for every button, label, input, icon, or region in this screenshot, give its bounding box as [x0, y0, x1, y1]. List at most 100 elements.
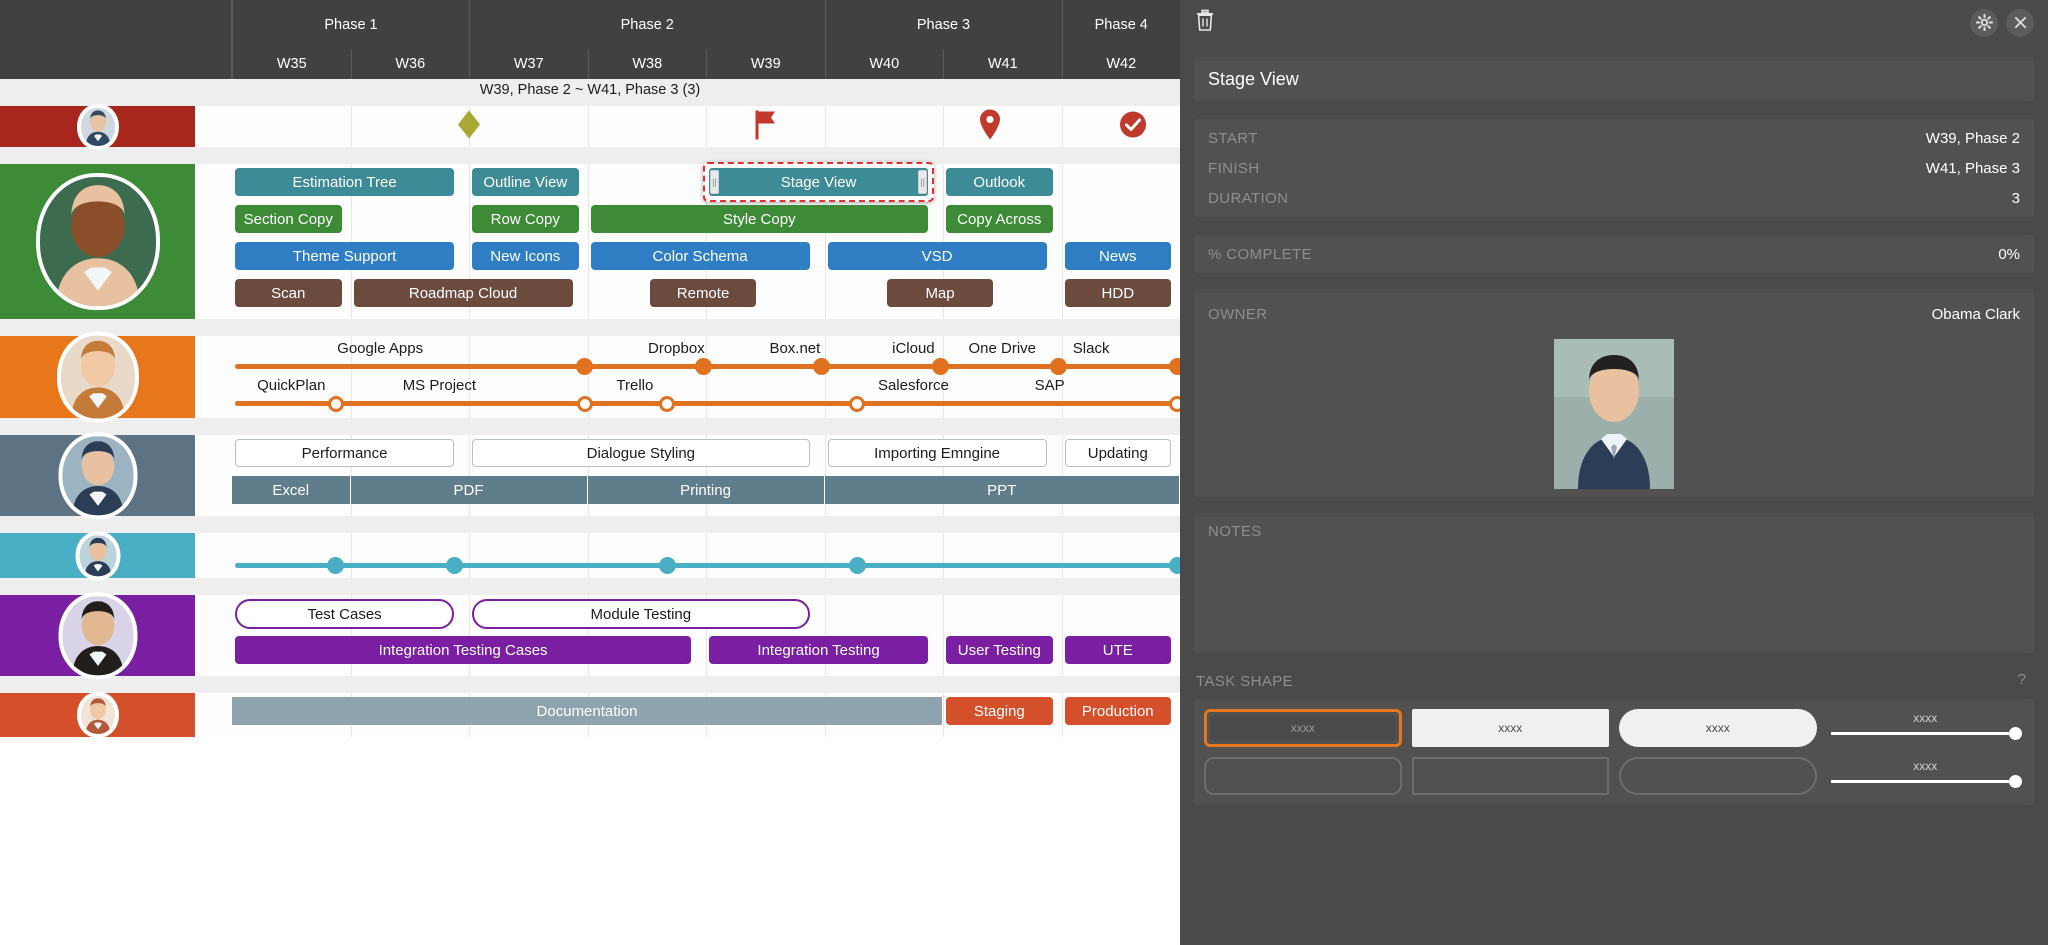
row-track-milestone-row[interactable]: [232, 106, 1180, 147]
task-bar[interactable]: Excel: [232, 476, 351, 504]
shape-outline-rounded[interactable]: [1204, 757, 1402, 795]
task-bar[interactable]: Dialogue Styling: [472, 439, 810, 467]
milestone-track[interactable]: [235, 563, 1177, 568]
owner-row[interactable]: OWNER Obama Clark: [1208, 299, 2020, 329]
task-bar[interactable]: PPT: [824, 476, 1180, 504]
gantt-row-slate-row[interactable]: Performance Dialogue Styling Importing Emn…: [0, 435, 1180, 516]
milestone-dot[interactable]: [848, 557, 866, 574]
task-bar[interactable]: Module Testing: [472, 599, 810, 629]
inspector-toolbar[interactable]: [1180, 0, 2048, 45]
task-bar[interactable]: Estimation Tree: [235, 168, 455, 196]
diamond-icon[interactable]: [456, 108, 482, 145]
milestone-dot[interactable]: [813, 358, 830, 375]
task-bar[interactable]: Printing: [587, 476, 825, 504]
task-bar[interactable]: UTE: [1064, 636, 1172, 664]
task-bar[interactable]: Scan: [235, 279, 342, 307]
task-bar[interactable]: Importing Emngine: [827, 439, 1047, 467]
shape-line[interactable]: xxxx: [1827, 709, 2025, 747]
check-circle-icon[interactable]: [1119, 110, 1147, 143]
resize-handle-left[interactable]: ||: [710, 170, 719, 194]
gantt-row-teal-row[interactable]: [0, 533, 1180, 578]
shape-outline-pill[interactable]: [1619, 757, 1817, 795]
task-bar[interactable]: Test Cases: [235, 599, 455, 629]
task-bar[interactable]: PDF: [350, 476, 588, 504]
task-bar[interactable]: Production: [1064, 697, 1172, 725]
percent-complete-row[interactable]: % COMPLETE 0%: [1208, 239, 2020, 269]
task-bar[interactable]: Style Copy: [590, 205, 929, 233]
milestone-dot[interactable]: [658, 557, 676, 574]
resize-handle-right[interactable]: ||: [918, 170, 928, 194]
milestone-dot[interactable]: [576, 358, 593, 375]
milestone-dot[interactable]: [327, 395, 344, 412]
trash-icon[interactable]: [1194, 8, 1216, 37]
row-track-slate-row[interactable]: Performance Dialogue Styling Importing Emn…: [232, 435, 1180, 516]
milestone-track[interactable]: [235, 401, 1177, 406]
milestone-dot[interactable]: [1168, 557, 1180, 574]
task-bar[interactable]: New Icons: [472, 242, 579, 270]
task-bar[interactable]: Copy Across: [946, 205, 1053, 233]
task-bar[interactable]: User Testing: [946, 636, 1053, 664]
task-bar[interactable]: Performance: [235, 439, 455, 467]
task-bar[interactable]: HDD: [1064, 279, 1172, 307]
milestone-dot[interactable]: [931, 358, 949, 375]
milestone-dot[interactable]: [576, 395, 593, 412]
task-bar[interactable]: Documentation: [232, 697, 943, 725]
shape-rounded-selected[interactable]: xxxx: [1204, 709, 1402, 747]
task-bar[interactable]: Outlook: [946, 168, 1053, 196]
owner-block[interactable]: OWNER Obama Clark: [1194, 289, 2034, 497]
shape-rect[interactable]: xxxx: [1411, 709, 1609, 747]
task-bar[interactable]: Roadmap Cloud: [353, 279, 573, 307]
task-bar[interactable]: VSD: [827, 242, 1047, 270]
milestone-dot[interactable]: [445, 557, 463, 574]
milestone-dot[interactable]: [659, 395, 676, 412]
shape-pill[interactable]: xxxx: [1619, 709, 1817, 747]
task-bar[interactable]: News: [1064, 242, 1172, 270]
flag-icon[interactable]: [751, 108, 779, 145]
row-side-red-row[interactable]: [0, 693, 195, 737]
milestone-dot[interactable]: [327, 557, 345, 574]
task-bar[interactable]: Color Schema: [590, 242, 810, 270]
selected-task-bar[interactable]: Stage View||||: [703, 162, 935, 202]
task-bar[interactable]: Staging: [946, 697, 1053, 725]
gear-icon[interactable]: [1970, 8, 1998, 37]
task-bar[interactable]: Row Copy: [472, 205, 579, 233]
row-side-green-row[interactable]: [0, 164, 195, 319]
milestone-dot[interactable]: [1168, 358, 1180, 375]
task-bar[interactable]: Updating: [1064, 439, 1172, 467]
row-side-purple-row[interactable]: [0, 595, 195, 676]
row-side-orange-row[interactable]: [0, 335, 195, 419]
task-bar[interactable]: Outline View: [472, 168, 579, 196]
row-side-teal-row[interactable]: [0, 533, 195, 578]
gantt-row-milestone-row[interactable]: [0, 106, 1180, 147]
milestone-dot[interactable]: [694, 358, 712, 375]
shape-outline-rect[interactable]: [1411, 757, 1609, 795]
task-title-input[interactable]: Stage View: [1194, 57, 2034, 101]
row-track-teal-row[interactable]: [232, 533, 1180, 578]
row-side-slate-row[interactable]: [0, 435, 195, 516]
task-bar[interactable]: Section Copy: [235, 205, 342, 233]
row-side-milestone-row[interactable]: [0, 106, 195, 147]
milestone-dot[interactable]: [849, 395, 866, 412]
milestone-dot[interactable]: [1050, 358, 1067, 375]
pin-icon[interactable]: [978, 108, 1002, 145]
milestone-dot[interactable]: [1169, 395, 1180, 412]
notes-block[interactable]: NOTES: [1194, 513, 2034, 653]
task-bar[interactable]: Map: [886, 279, 994, 307]
task-bar[interactable]: Remote: [649, 279, 757, 307]
close-icon[interactable]: [2006, 8, 2034, 37]
